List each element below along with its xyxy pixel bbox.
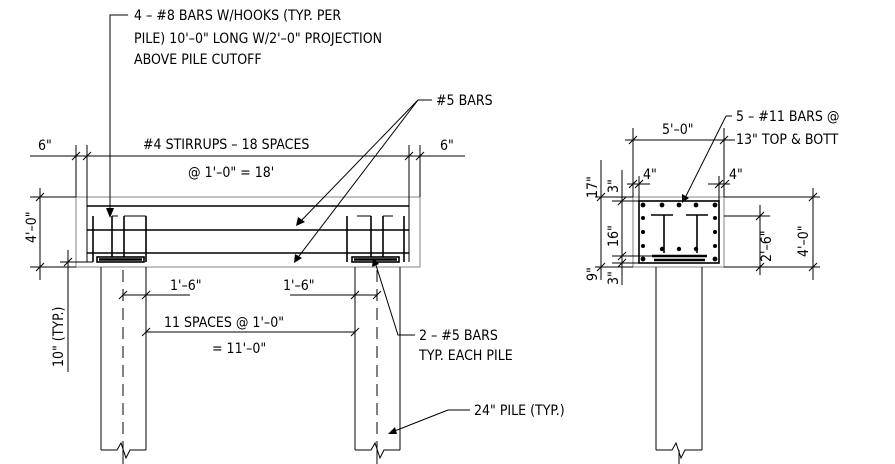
dim-1-6-left: 1'–6" — [170, 278, 202, 294]
section-2-6: 2'–6" — [759, 230, 775, 262]
hook-bars-note-line1: 4 – #8 BARS W/HOOKS (TYP. PER — [134, 8, 341, 24]
height-4ft-label: 4'–0" — [24, 211, 40, 243]
section-4-left: 4" — [643, 167, 657, 183]
pile-label: 24" PILE (TYP.) — [474, 403, 565, 419]
spacing-dimensions — [118, 267, 382, 340]
section-outline — [632, 196, 725, 268]
section-9: 9" — [585, 267, 601, 281]
section-width-label: 5'–0" — [662, 122, 694, 138]
right-hook-bars — [346, 215, 405, 263]
stirrup-spacing-label: @ 1'–0" = 18' — [188, 165, 274, 181]
section-view: 5'–0" 5 – #11 BARS @ 13" TOP & BOTT 4" 4… — [585, 109, 839, 464]
left-pile — [100, 267, 147, 464]
top-dimension — [30, 145, 465, 206]
right-pile — [354, 267, 401, 464]
dim-6-left: 6" — [38, 138, 52, 154]
left-hook-bars — [92, 215, 147, 263]
section-3-bot: 3" — [606, 271, 622, 285]
two-bars-note-line2: TYP. EACH PILE — [418, 348, 513, 364]
hook-bars-note-line2: PILE) 10'–0" LONG W/2'–0" PROJECTION — [134, 31, 382, 47]
section-4-right: 4" — [729, 167, 743, 183]
spaces-11-label: 11 SPACES @ 1'–0" — [164, 315, 284, 331]
section-bars-note-line2: 13" TOP & BOTT — [736, 132, 839, 148]
pile-cap-outline — [75, 196, 421, 268]
leaders — [106, 14, 470, 434]
section-top-bars — [640, 202, 718, 208]
stirrups-label: #4 STIRRUPS – 18 SPACES — [143, 137, 309, 153]
section-bottom-bars — [640, 246, 718, 262]
hook-bars-note-line3: ABOVE PILE CUTOFF — [134, 52, 262, 68]
elevation-view: 4 – #8 BARS W/HOOKS (TYP. PER PILE) 10'–… — [24, 8, 565, 464]
section-4ft: 4'–0" — [796, 225, 812, 257]
dim-1-6-right: 1'–6" — [283, 278, 315, 294]
two-bars-note-line1: 2 – #5 BARS — [419, 328, 498, 344]
bars-5-label: #5 BARS — [436, 93, 493, 109]
spaces-11-total: = 11'–0" — [212, 341, 266, 357]
embed-dimension — [60, 250, 93, 372]
section-bars-note-line1: 5 – #11 BARS @ — [736, 109, 839, 125]
section-3-top: 3" — [606, 179, 622, 193]
section-side-bars — [641, 216, 717, 248]
section-stirrup — [638, 200, 720, 264]
embed-10-label: 10" (TYP.) — [51, 307, 67, 367]
section-16: 16" — [606, 225, 622, 247]
dim-6-right: 6" — [440, 138, 454, 154]
section-17: 17" — [585, 176, 601, 198]
